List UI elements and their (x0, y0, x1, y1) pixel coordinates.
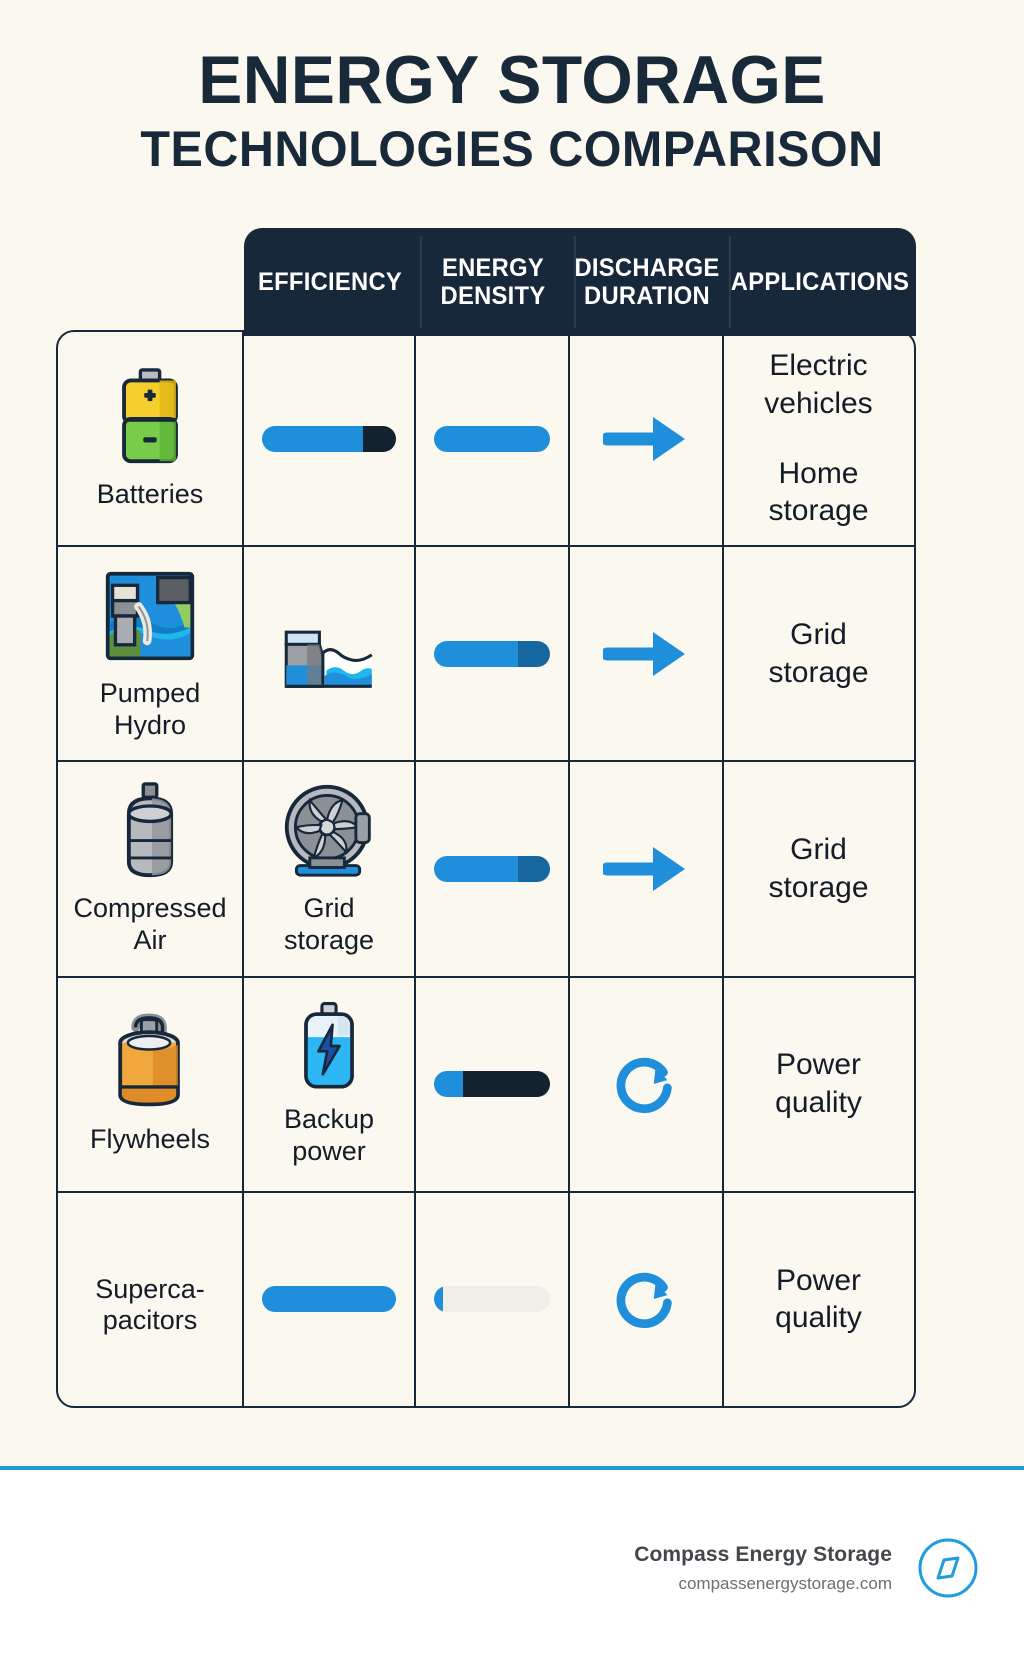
footer-text-block: Compass Energy Storage compassenergystor… (634, 1543, 892, 1594)
efficiency-cell-compressed-air: Grid storage (244, 762, 416, 976)
technology-cell-compressed-air: Compressed Air (58, 762, 244, 976)
table-row-batteries: Batteries (58, 332, 914, 548)
energy-density-cell-compressed-air (416, 762, 570, 976)
page-title: ENERGY STORAGE TECHNOLOGIES COMPARISON (0, 0, 1024, 179)
table-row-compressed-air: Compressed Air (58, 762, 914, 978)
refresh-cycle-icon (616, 1273, 672, 1329)
energy-density-cell-pumped-hydro (416, 547, 570, 761)
technology-cell-supercapacitors: Superca- pacitors (58, 1192, 244, 1406)
technology-cell-batteries: Batteries (58, 332, 244, 546)
energy-density-cell-flywheels (416, 977, 570, 1191)
table-row-pumped-hydro: Pumped Hydro (58, 547, 914, 763)
application-grid-storage: Grid storage (768, 618, 869, 689)
table-row-supercapacitors: Superca- pacitors (58, 1192, 914, 1406)
page-title-line-1: ENERGY STORAGE (198, 42, 826, 118)
discharge-cell-compressed-air (570, 762, 724, 976)
dam-icon (284, 630, 373, 688)
application-power-quality: Power quality (775, 1048, 862, 1120)
battery-icon (122, 367, 178, 463)
technology-cell-flywheels: Flywheels (58, 977, 244, 1191)
technology-label-compressed-air: Compressed Air (73, 893, 227, 955)
efficiency-cell-batteries (244, 332, 416, 546)
compass-logo-icon[interactable] (916, 1536, 980, 1600)
application-electric-vehicles: Electric vehicles (764, 349, 873, 420)
technology-cell-pumped-hydro: Pumped Hydro (58, 547, 244, 761)
footer-website-url: compassenergystorage.com (678, 1573, 892, 1593)
pumped-hydro-icon (105, 571, 195, 661)
page-title-line-2: TECHNOLOGIES COMPARISON (140, 121, 884, 177)
table-row-flywheels: Flywheels Backup power (58, 977, 914, 1193)
discharge-cell-batteries (570, 332, 724, 546)
arrow-right-icon (603, 631, 685, 676)
energy-density-cell-supercapacitors (416, 1192, 570, 1406)
footer-brand-name: Compass Energy Storage (634, 1542, 892, 1566)
energy-density-bar-batteries (434, 425, 550, 452)
energy-density-bar-supercapacitors (434, 1286, 550, 1313)
efficiency-cell-supercapacitors (244, 1192, 416, 1406)
arrow-right-icon (603, 416, 685, 461)
discharge-cell-flywheels (570, 977, 724, 1191)
technology-label-pumped-hydro: Pumped Hydro (99, 677, 201, 740)
efficiency-label-backup-power: Backup power (283, 1104, 375, 1167)
technology-label-flywheels: Flywheels (89, 1124, 211, 1155)
charged-battery-icon (304, 1002, 354, 1089)
flywheel-drum-icon (118, 1013, 180, 1107)
footer-divider (0, 1466, 1024, 1470)
energy-density-bar-compressed-air (434, 856, 550, 882)
efficiency-label-grid-storage: Grid storage (283, 893, 375, 955)
arrow-right-icon (603, 847, 685, 891)
discharge-cell-pumped-hydro (570, 547, 724, 761)
technology-label-supercapacitors: Superca- pacitors (95, 1273, 205, 1336)
application-home-storage: Home storage (768, 456, 869, 528)
efficiency-bar-batteries (262, 425, 396, 452)
refresh-cycle-icon (616, 1057, 672, 1114)
applications-cell-batteries: Electric vehicles Home storage (724, 332, 913, 545)
application-grid-storage: Grid storage (768, 833, 869, 904)
application-power-quality: Power quality (775, 1263, 862, 1335)
applications-cell-supercapacitors: Power quality (724, 1193, 913, 1406)
applications-cell-flywheels: Power quality (724, 978, 913, 1191)
discharge-cell-supercapacitors (570, 1192, 724, 1406)
efficiency-cell-pumped-hydro (244, 547, 416, 761)
efficiency-cell-flywheels: Backup power (244, 977, 416, 1191)
efficiency-bar-supercapacitors (262, 1286, 396, 1313)
applications-cell-compressed-air: Grid storage (724, 762, 913, 975)
energy-density-bar-flywheels (434, 1071, 550, 1098)
applications-cell-pumped-hydro: Grid storage (724, 547, 913, 760)
column-header-efficiency: EFFICIENCY (257, 268, 403, 296)
gas-cylinder-icon (126, 782, 174, 878)
turbine-icon (284, 785, 371, 877)
energy-density-bar-pumped-hydro (434, 640, 550, 667)
technology-label-batteries: Batteries (96, 478, 204, 509)
column-header-applications: APPLICATIONS (728, 228, 911, 336)
table-body: Batteries (56, 330, 916, 1408)
footer: Compass Energy Storage compassenergystor… (0, 1470, 1024, 1666)
energy-density-cell-batteries (416, 332, 570, 546)
